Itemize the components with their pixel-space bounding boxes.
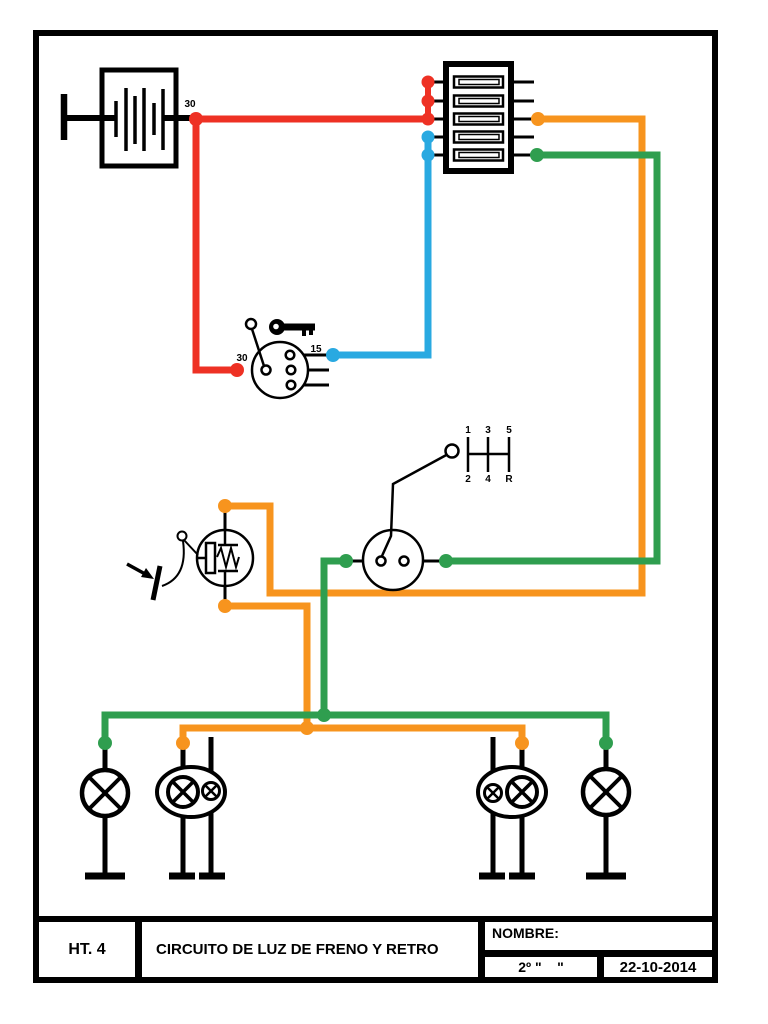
battery-symbol: 30: [60, 67, 199, 169]
wire-fuse-to-brake-switch: [225, 115, 646, 597]
junction-dot: [599, 736, 613, 750]
brake-pedal-switch-symbol: [126, 528, 255, 601]
fuse-box-symbol: [443, 61, 514, 174]
wire-reverse-switch-to-bus: [320, 557, 346, 715]
wire-brake-feed-orange: [179, 115, 646, 743]
junction-dot: [421, 130, 435, 144]
reverse-gear-switch-symbol: [361, 443, 460, 592]
piston: [204, 541, 217, 575]
ignition-key-switch-symbol: 30 15: [236, 317, 322, 400]
ignition-terminal-15-label: 15: [310, 344, 322, 355]
titleblock-drawing-title: CIRCUITO DE LUZ DE FRENO Y RETRO: [136, 916, 484, 983]
gear-label-2: 2: [465, 474, 471, 485]
left-brake-tail-lamp: [155, 765, 227, 819]
junction-dot: [317, 708, 331, 722]
junction-dot: [531, 112, 545, 126]
titleblock-class-cell: 2º " ": [479, 951, 603, 983]
gear-shift-pattern-icon: 1 3 5 2 4 R: [465, 425, 513, 485]
titleblock-date-cell: 22-10-2014: [598, 951, 718, 983]
arrow-icon: [141, 568, 154, 579]
lever: [380, 451, 451, 557]
junction-dot: [218, 499, 232, 513]
junction-dot: [339, 554, 353, 568]
junction-dot: [98, 736, 112, 750]
right-reverse-lamp: [580, 766, 632, 818]
junction-dot: [530, 148, 544, 162]
battery-terminal-label: 30: [184, 99, 196, 110]
gear-label-r: R: [505, 474, 513, 485]
fuses: [452, 75, 505, 162]
junction-dot: [421, 148, 435, 162]
spring-zigzag: [216, 544, 240, 571]
gear-label-5: 5: [506, 425, 512, 436]
junction-dot: [421, 112, 435, 126]
wire-ignition-switched-blue: [333, 137, 432, 359]
wire-reverse-lamp-bus: [101, 711, 610, 743]
junction-dot: [326, 348, 340, 362]
key-icon: [269, 319, 315, 336]
gear-label-4: 4: [485, 474, 491, 485]
right-brake-tail-lamp: [476, 765, 548, 819]
lever-knob: [444, 443, 460, 459]
wire-reverse-feed-green: [101, 151, 661, 743]
junction-dot: [176, 736, 190, 750]
gear-label-3: 3: [485, 425, 491, 436]
wire-fuse-to-reverse-switch: [446, 151, 661, 565]
gear-label-1: 1: [465, 425, 471, 436]
wire-brake-lamp-bus: [179, 724, 526, 743]
junction-dot: [300, 721, 314, 735]
battery-plates: [114, 88, 165, 151]
brake-pedal-icon: [126, 530, 199, 601]
junction-dot: [230, 363, 244, 377]
wire-battery-to-ignition: [192, 115, 234, 374]
junction-dot: [421, 94, 435, 108]
junction-dot: [218, 599, 232, 613]
wire-ignition-to-fusebox: [333, 137, 432, 359]
sheet-code-text: HT. 4: [68, 940, 106, 958]
class-field-text: 2º " ": [518, 959, 564, 975]
date-text: 22-10-2014: [619, 958, 697, 976]
junction-dot: [515, 736, 529, 750]
titleblock-name-cell: NOMBRE:: [479, 916, 718, 956]
left-reverse-lamp: [79, 767, 131, 819]
pedal: [150, 565, 163, 601]
drawing-title-text: CIRCUITO DE LUZ DE FRENO Y RETRO: [156, 941, 439, 958]
ignition-terminal-30-label: 30: [236, 353, 248, 364]
wire-brake-switch-to-bus: [225, 602, 311, 728]
junction-dots: [98, 75, 613, 750]
titleblock-sheet-code: HT. 4: [33, 916, 141, 983]
name-label-text: NOMBRE:: [492, 925, 559, 941]
junction-dot: [189, 112, 203, 126]
junction-dot: [439, 554, 453, 568]
junction-dot: [421, 75, 435, 89]
